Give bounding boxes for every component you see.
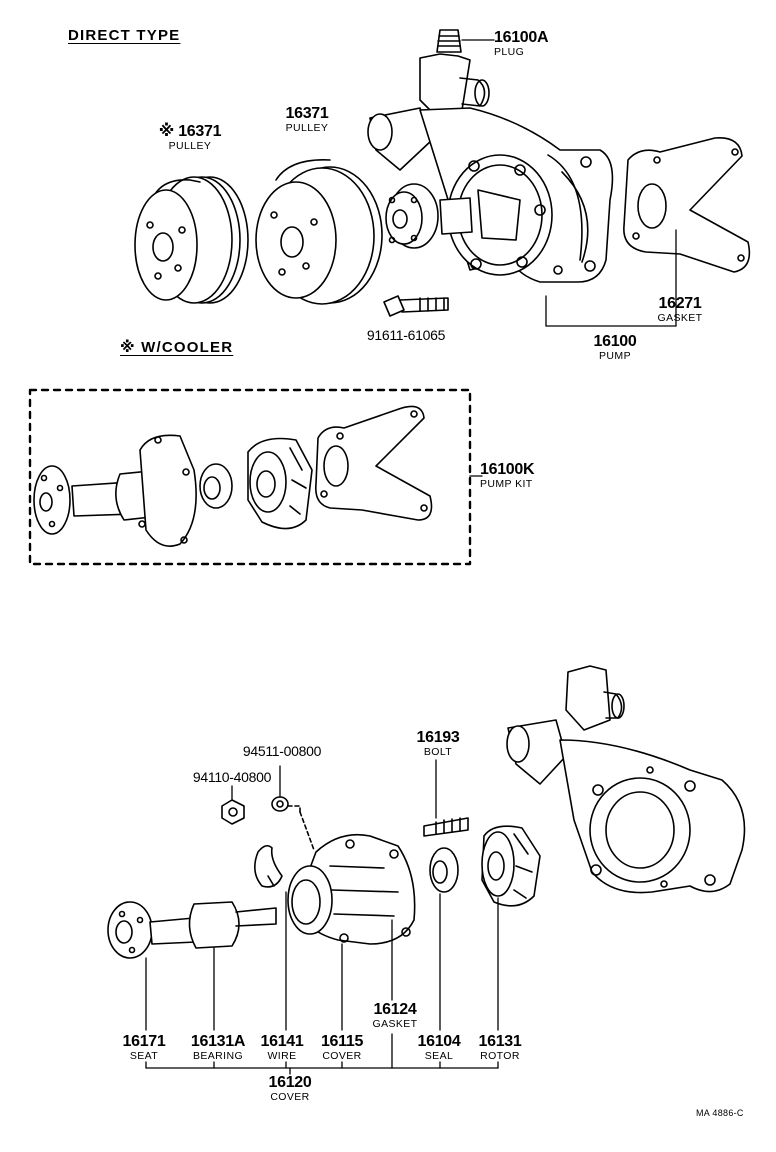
- part-name: PULLEY: [168, 140, 212, 152]
- part-name: ROTOR: [480, 1050, 520, 1062]
- part-number: 16271: [658, 295, 702, 312]
- part-number: 94110-40800: [192, 769, 272, 785]
- label-16371: 16371 PULLEY: [262, 106, 352, 134]
- label-16141: 16141 WIRE: [254, 1034, 310, 1062]
- bolt-drawing: [383, 295, 449, 317]
- pump-body-drawing: [367, 53, 614, 283]
- part-name: COVER: [322, 1050, 362, 1062]
- part-number: 16131: [478, 1033, 522, 1050]
- part-number: 16193: [416, 729, 460, 746]
- part-number: 91611-61065: [366, 327, 446, 343]
- part-name: GASKET: [657, 312, 703, 324]
- part-name: SEAT: [129, 1050, 159, 1062]
- part-name: PUMP KIT: [480, 478, 533, 490]
- bottom-pump-body-drawing: [506, 665, 746, 894]
- label-16100K: 16100K PUMP KIT: [480, 461, 535, 490]
- part-number: 16124: [373, 1001, 417, 1018]
- label-16104: 16104 SEAL: [408, 1034, 470, 1062]
- label-16271: 16271 GASKET: [644, 296, 716, 324]
- part-name: BEARING: [192, 1050, 244, 1062]
- pulley-drawing: [255, 159, 383, 305]
- footer-code: MA 4886-C: [696, 1108, 744, 1118]
- label-16120: 16120 COVER: [258, 1075, 322, 1103]
- label-16131: 16131 ROTOR: [470, 1034, 530, 1062]
- part-name: PULLEY: [285, 122, 329, 134]
- part-name: SEAL: [424, 1050, 454, 1062]
- leader-lines-bottom: [145, 759, 499, 1075]
- label-16193: 16193 BOLT: [408, 730, 468, 758]
- leader-lines-top: [461, 39, 677, 327]
- part-number: 16371: [285, 105, 329, 122]
- label-16131A: 16131A BEARING: [182, 1034, 254, 1062]
- part-number: 16120: [268, 1074, 312, 1091]
- part-name: WIRE: [267, 1050, 297, 1062]
- part-number: 16100A: [494, 29, 549, 46]
- pump-kit-parts-drawing: [33, 405, 433, 547]
- direct-type-header: DIRECT TYPE: [68, 27, 181, 44]
- part-number: 16100: [593, 333, 637, 350]
- label-16124: 16124 GASKET: [360, 1002, 430, 1030]
- part-number: 94511-00800: [242, 743, 322, 759]
- pump-kit-box: [28, 388, 483, 566]
- part-name: GASKET: [372, 1018, 418, 1030]
- label-94110-40800: 94110-40800: [182, 770, 282, 784]
- part-name: COVER: [270, 1091, 310, 1103]
- part-name: BOLT: [423, 746, 453, 758]
- bottom-small-parts-drawing: [107, 796, 541, 959]
- part-number: 16171: [122, 1033, 166, 1050]
- plug-drawing: [436, 29, 462, 53]
- label-94511-00800: 94511-00800: [232, 744, 332, 758]
- gasket-drawing: [623, 137, 751, 273]
- part-number: 16131A: [190, 1033, 246, 1050]
- part-name: PLUG: [494, 46, 525, 58]
- label-16100A: 16100A PLUG: [494, 29, 549, 58]
- w-cooler-header: ※ W/COOLER: [120, 339, 234, 356]
- pulley-cooler-drawing: [134, 176, 249, 304]
- label-91611-61065: 91611-61065: [346, 328, 466, 342]
- part-number: 16104: [417, 1033, 461, 1050]
- part-number: 16141: [260, 1033, 304, 1050]
- part-number: 16115: [320, 1033, 364, 1050]
- part-number: ※ 16371: [158, 123, 222, 140]
- part-number: 16100K: [480, 461, 535, 478]
- label-16115: 16115 COVER: [312, 1034, 372, 1062]
- label-16371-cooler: ※ 16371 PULLEY: [140, 124, 240, 152]
- label-16171: 16171 SEAT: [112, 1034, 176, 1062]
- part-name: PUMP: [599, 350, 631, 362]
- label-16100: 16100 PUMP: [580, 334, 650, 362]
